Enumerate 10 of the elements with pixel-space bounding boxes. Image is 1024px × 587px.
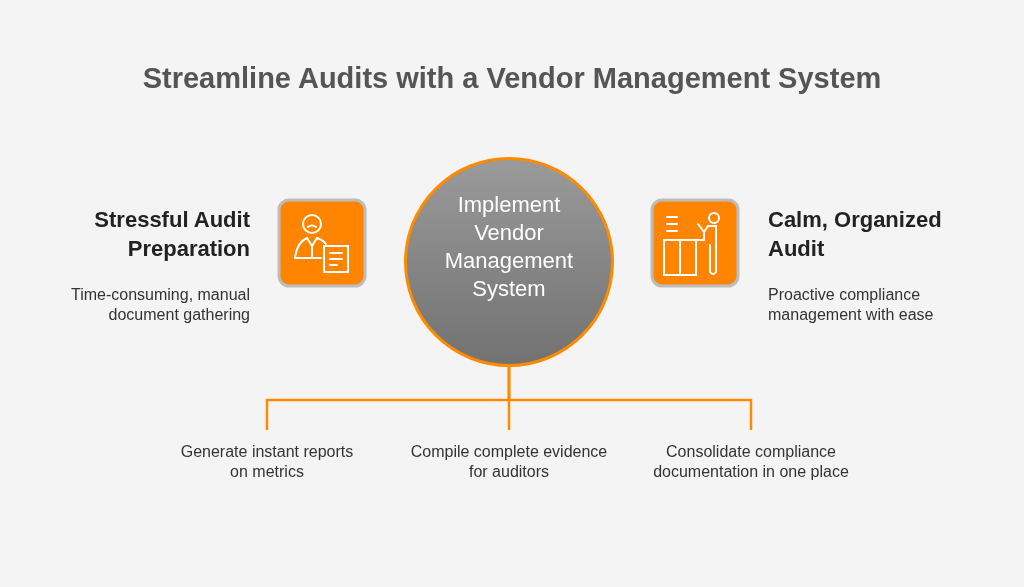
heading: Stressful Audit Preparation <box>93 206 250 263</box>
heading: Calm, Organized Audit <box>768 206 943 263</box>
description: Proactive compliance management with ease <box>768 285 935 325</box>
description: Time-consuming, manual document gathering <box>69 285 250 325</box>
title: Streamline Audits with a Vendor Management System <box>141 62 883 95</box>
connector-line <box>507 367 753 430</box>
step-text: Generate instant reports on metrics <box>177 430 357 482</box>
circle-label: Implement Vendor Management System <box>443 191 575 303</box>
step-text: Consolidate compliance documentation in one place <box>651 430 851 482</box>
step-text: Compile complete evidence for auditors <box>409 430 609 482</box>
